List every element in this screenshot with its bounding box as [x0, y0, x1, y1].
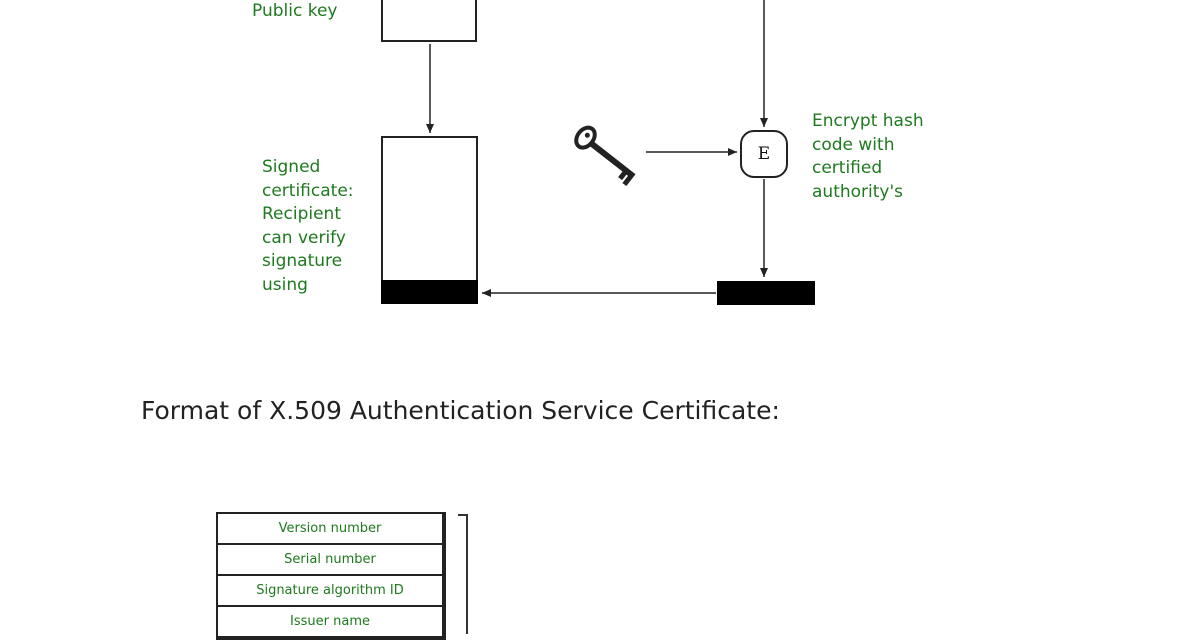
- public-key-label: Public key: [252, 1, 338, 21]
- field-serial-number: Serial number: [218, 545, 442, 576]
- signed-certificate-label: Signed certificate: Recipient can verify…: [262, 156, 354, 297]
- section-heading: Format of X.509 Authentication Service C…: [141, 396, 780, 425]
- fields-bracket: [458, 514, 468, 634]
- encrypt-label-line: Encrypt hash: [812, 111, 924, 131]
- signature-block-attached: [381, 280, 478, 304]
- certificate-box-signed: [381, 136, 478, 280]
- field-signature-algorithm-id: Signature algorithm ID: [218, 576, 442, 607]
- signed-label-line: Recipient: [262, 204, 341, 224]
- certificate-format-table: Version number Serial number Signature a…: [216, 512, 446, 640]
- signed-label-line: can verify: [262, 227, 346, 248]
- encrypt-label-line: authority's: [812, 181, 904, 202]
- encrypt-node: E: [740, 130, 788, 178]
- signed-label-line: certificate:: [262, 180, 354, 201]
- encrypt-label-line: certified: [812, 158, 883, 178]
- signature-block: [717, 281, 815, 305]
- signed-label-line: signature: [262, 251, 343, 271]
- key-icon: [574, 125, 636, 187]
- encrypt-label-line: code with: [812, 134, 895, 155]
- certificate-box-unsigned: [381, 0, 477, 42]
- encrypt-symbol: E: [757, 144, 771, 164]
- encrypt-hash-label: Encrypt hash code with certified authori…: [812, 110, 924, 204]
- signed-label-line: using: [262, 274, 308, 295]
- signed-label-line: Signed: [262, 157, 321, 177]
- field-issuer-name: Issuer name: [218, 607, 442, 638]
- field-version-number: Version number: [218, 514, 442, 545]
